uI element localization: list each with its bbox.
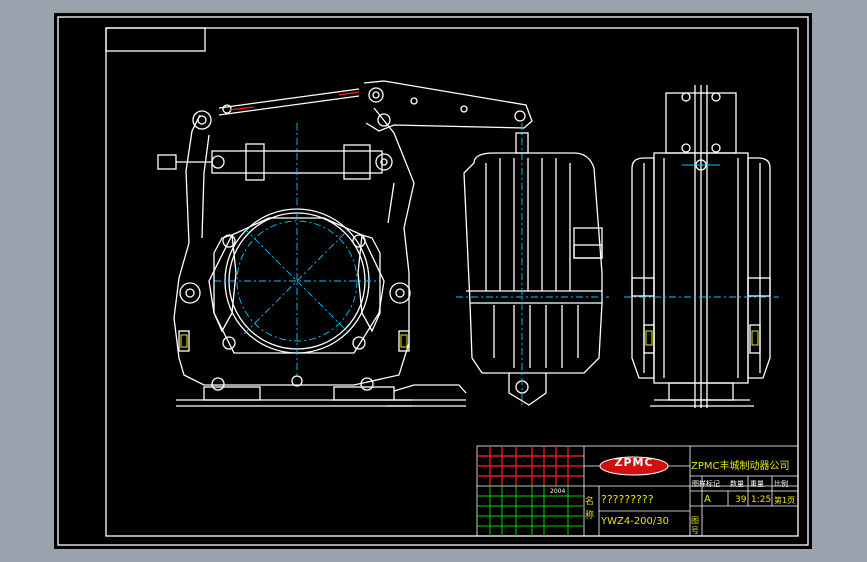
front-view	[157, 80, 533, 407]
sheet-value: 第1页	[774, 496, 796, 505]
thruster-view	[456, 123, 609, 408]
outer-frame	[57, 16, 809, 546]
header-weight: 重量	[750, 480, 764, 488]
title-block	[476, 445, 799, 537]
header-scale: 比例	[774, 480, 788, 488]
drawing-sheet: ZPMC ZPMC丰城制动器公司 ????????? YWZ4-200/30 名…	[54, 13, 812, 549]
inner-frame	[105, 27, 799, 537]
scale-value: 1:25	[751, 495, 772, 505]
row-label-small: 2004	[550, 488, 566, 495]
header-mark: 图样标记	[692, 480, 720, 488]
side-view	[624, 85, 779, 408]
zpmc-logo	[599, 456, 669, 476]
company-name: ZPMC丰城制动器公司	[691, 461, 790, 472]
drawing-canvas	[57, 16, 809, 546]
header-count: 数量	[730, 480, 744, 488]
field-drawing-no-label: 图号	[691, 516, 699, 535]
corner-box	[105, 27, 206, 52]
field-name-label: 名称	[585, 497, 595, 521]
weight-value: 39	[735, 495, 747, 505]
stage-value: A	[704, 494, 711, 505]
drawing-title-placeholder: ?????????	[601, 493, 654, 506]
company-logo-text: ZPMC	[614, 456, 654, 469]
drawing-model: YWZ4-200/30	[601, 516, 669, 527]
